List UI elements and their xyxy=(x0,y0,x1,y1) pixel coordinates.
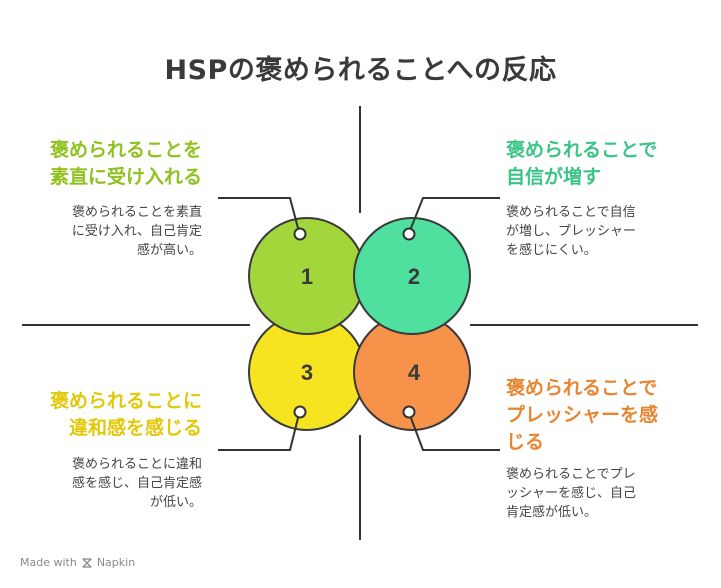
page-title: HSPの褒められることへの反応 xyxy=(164,55,557,86)
connector-3 xyxy=(218,417,299,451)
circle-number-4: 4 xyxy=(408,360,421,385)
quadrant-2-heading: 褒められることで 自信が増す xyxy=(506,139,658,188)
made-with-napkin-badge[interactable]: Made with Napkin xyxy=(20,556,135,569)
napkin-brand-label: Napkin xyxy=(96,556,136,569)
quadrant-4-description: 褒められることでプレ ッシャーを感じ、自己 肯定感が低い。 xyxy=(506,467,637,520)
napkin-logo-icon xyxy=(82,557,92,568)
quadrant-1-heading: 褒められることを 素直に受け入れる xyxy=(49,139,202,188)
circle-2 xyxy=(353,217,471,335)
quadrant-1-description: 褒められることを素直 に受け入れ、自己肯定 感が高い。 xyxy=(71,205,202,258)
circle-number-1: 1 xyxy=(301,264,313,289)
connector-4 xyxy=(410,417,500,451)
connector-1 xyxy=(218,197,299,229)
quadrant-4-heading: 褒められることで プレッシャーを感 じる xyxy=(506,377,659,453)
quadrant-2-description: 褒められることで自信 が増し、プレッシャー を感じにくい。 xyxy=(506,205,637,258)
connector-dot-3 xyxy=(293,405,307,419)
circle-number-2: 2 xyxy=(408,264,420,289)
connector-2 xyxy=(410,197,500,229)
connector-dot-4 xyxy=(402,405,416,419)
made-with-label: Made with xyxy=(20,556,77,569)
connector-dot-2 xyxy=(402,227,416,241)
connector-dot-1 xyxy=(293,227,307,241)
quadrant-3-description: 褒められることに違和 感を感じ、自己肯定感 が低い。 xyxy=(71,457,202,510)
quadrant-3-heading: 褒められることに 違和感を感じる xyxy=(49,390,202,439)
circle-number-3: 3 xyxy=(301,360,313,385)
